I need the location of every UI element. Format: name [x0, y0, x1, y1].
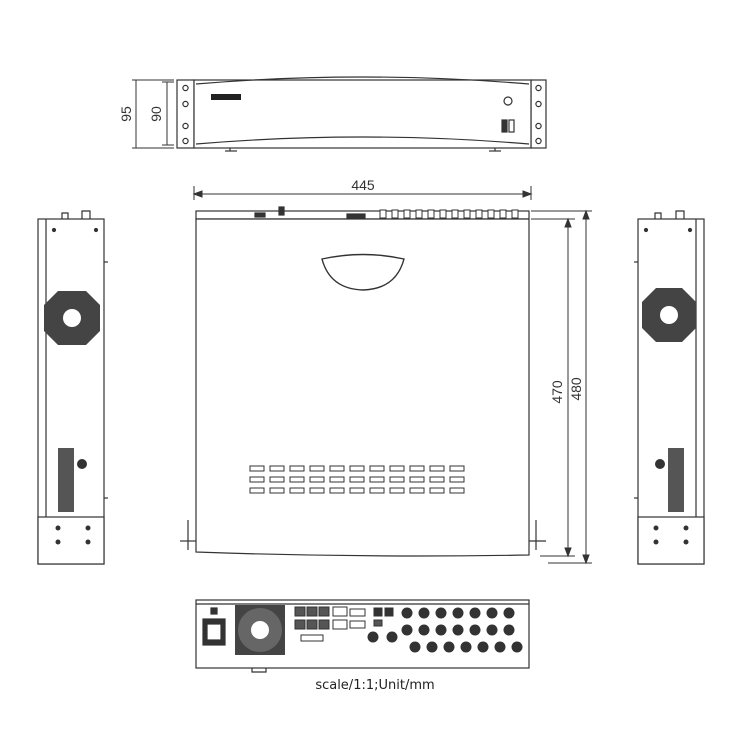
- width-label: 445: [351, 177, 375, 193]
- width-dimension-line: [192, 186, 533, 200]
- scale-caption: scale/1:1;Unit/mm: [315, 678, 435, 693]
- rear-power-socket: [202, 607, 226, 646]
- front-usb-port: [501, 119, 508, 133]
- top-handle: [321, 253, 405, 291]
- top-front-rack-ears: [180, 520, 546, 550]
- depth-inner-label: 470: [549, 380, 565, 404]
- left-side-fan: [44, 291, 100, 345]
- right-side-fan: [642, 288, 696, 342]
- depth-dimension-lines: [531, 209, 592, 565]
- top-chassis: [195, 218, 530, 557]
- front-power-button: [503, 96, 513, 106]
- rear-io-ports: [332, 606, 398, 643]
- left-side-vent: [58, 448, 87, 512]
- front-view: [176, 76, 547, 152]
- rear-network-ports: [294, 606, 330, 642]
- right-side-view: [634, 210, 705, 565]
- brand-logo: [211, 94, 241, 100]
- front-outer-height-label: 95: [118, 106, 134, 122]
- rear-bnc-connectors: [401, 607, 523, 653]
- top-vent-slots: [249, 465, 465, 494]
- depth-outer-label: 480: [568, 377, 584, 401]
- front-height-dimension-lines: [132, 79, 174, 149]
- left-side-screws: [55, 525, 91, 545]
- rear-fan-grill: [235, 605, 285, 655]
- front-chassis: [193, 79, 532, 149]
- right-side-vent: [655, 448, 684, 512]
- front-inner-height-label: 90: [148, 106, 164, 122]
- top-rear-connectors: [379, 209, 519, 219]
- right-side-screws: [653, 525, 689, 545]
